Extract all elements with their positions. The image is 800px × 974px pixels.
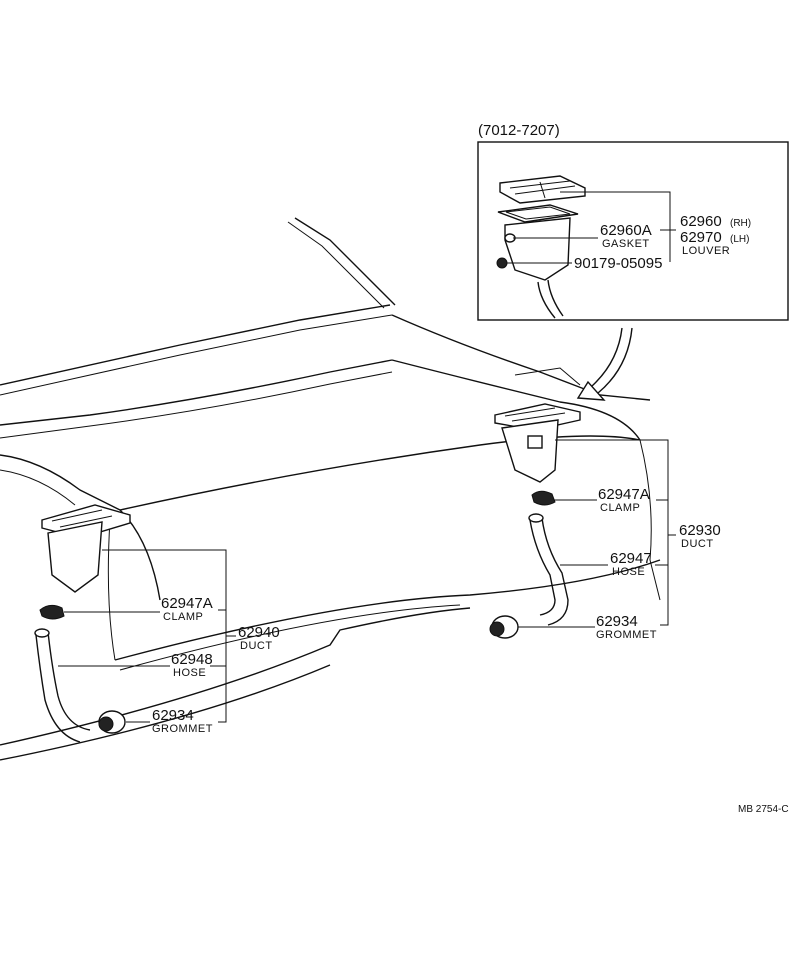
right-duct-bracket xyxy=(555,439,669,626)
rear-panel-top xyxy=(114,559,661,661)
left-grommet-hole xyxy=(98,716,114,732)
left-rear-corner xyxy=(107,519,116,661)
inset-louver-leader xyxy=(560,191,671,262)
left-hose-end xyxy=(34,628,50,638)
left-duct-name: DUCT xyxy=(240,640,273,652)
left-duct-number: 62940 xyxy=(238,624,280,641)
right-duct-part xyxy=(501,419,559,483)
left-louver-slats xyxy=(51,509,113,528)
car-body-outline xyxy=(0,217,661,761)
inset-screw-number: 90179-05095 xyxy=(574,255,662,272)
rear-window-molding xyxy=(0,314,393,396)
quarter-panel-top xyxy=(391,314,651,401)
inset-gasket-inner xyxy=(505,206,571,220)
right-hose-name: HOSE xyxy=(612,566,645,578)
inset-hose-stub-2 xyxy=(547,279,564,317)
c-pillar-line xyxy=(294,217,396,306)
c-pillar-inner-line xyxy=(287,221,385,309)
left-duct-part xyxy=(47,521,103,593)
right-clamp-part xyxy=(531,490,556,506)
bumper-top xyxy=(0,607,471,746)
trunk-lid-front-edge xyxy=(0,359,393,426)
inset-louver-lh-side: (LH) xyxy=(730,234,749,245)
right-hose-outer xyxy=(529,519,556,616)
left-hose-inner xyxy=(47,631,91,731)
right-louver-slats xyxy=(504,407,566,422)
inset-louver-name: LOUVER xyxy=(682,245,730,257)
right-hose-inner xyxy=(541,517,569,626)
left-clamp-part xyxy=(39,604,65,620)
inset-louver-lh-number: 62970 xyxy=(680,229,722,246)
right-duct-name: DUCT xyxy=(681,538,714,550)
trunk-lid-right-edge xyxy=(391,359,641,441)
inset-callout-arrow xyxy=(576,327,633,401)
inset-hose-stub xyxy=(537,281,556,319)
rear-window-edge xyxy=(0,304,391,386)
left-grommet-name: GROMMET xyxy=(152,723,213,735)
left-hose-outer xyxy=(35,634,81,743)
left-duct-bracket xyxy=(102,549,227,723)
right-hose-end xyxy=(528,513,544,523)
inset-frame xyxy=(477,141,789,321)
left-grommet-number: 62934 xyxy=(152,707,194,724)
right-assembly: 62947A CLAMP 62930 DUCT 62947 HOSE 62934… xyxy=(489,403,721,641)
left-assembly: 62947A CLAMP 62940 DUCT 62948 HOSE 62934… xyxy=(34,504,280,743)
left-clamp-number: 62947A xyxy=(161,595,213,612)
arrow-shaft-outer xyxy=(597,327,633,394)
left-hose-number: 62948 xyxy=(171,651,213,668)
trunk-lid-seam xyxy=(0,371,393,439)
inset-louver-rh-number: 62960 xyxy=(680,213,722,230)
right-clamp-name: CLAMP xyxy=(600,502,640,514)
rear-panel-line xyxy=(119,604,461,671)
left-clamp-name: CLAMP xyxy=(163,611,203,623)
inset-louver-rh-side: (RH) xyxy=(730,218,751,229)
left-hose-name: HOSE xyxy=(173,667,206,679)
left-fender-inner xyxy=(0,469,76,506)
inset-duct-part xyxy=(504,217,571,281)
inset-gasket-name: GASKET xyxy=(602,238,650,250)
diagram-code: MB 2754-C xyxy=(738,804,789,815)
arrow-shaft-inner xyxy=(591,327,623,387)
trunk-lid-rear-edge xyxy=(119,435,641,511)
right-clamp-number: 62947A xyxy=(598,486,650,503)
inset-gasket-number: 62960A xyxy=(600,222,652,239)
arrow-head xyxy=(576,380,606,401)
right-rear-corner xyxy=(639,439,661,601)
right-grommet-hole xyxy=(489,621,505,637)
inset-box: (7012-7207) 62960A GASKET 62960 (RH) 629… xyxy=(477,122,789,321)
inset-gasket-part xyxy=(497,204,579,223)
bumper-line xyxy=(0,664,331,761)
inset-range-label: (7012-7207) xyxy=(478,122,560,139)
vent-opening-outline xyxy=(514,367,581,386)
inset-screw-part xyxy=(496,257,508,269)
right-grommet-number: 62934 xyxy=(596,613,638,630)
right-duct-window xyxy=(527,435,543,449)
inset-louver-slats xyxy=(509,180,576,199)
right-duct-number: 62930 xyxy=(679,522,721,539)
right-grommet-name: GROMMET xyxy=(596,629,657,641)
right-hose-number: 62947 xyxy=(610,550,652,567)
